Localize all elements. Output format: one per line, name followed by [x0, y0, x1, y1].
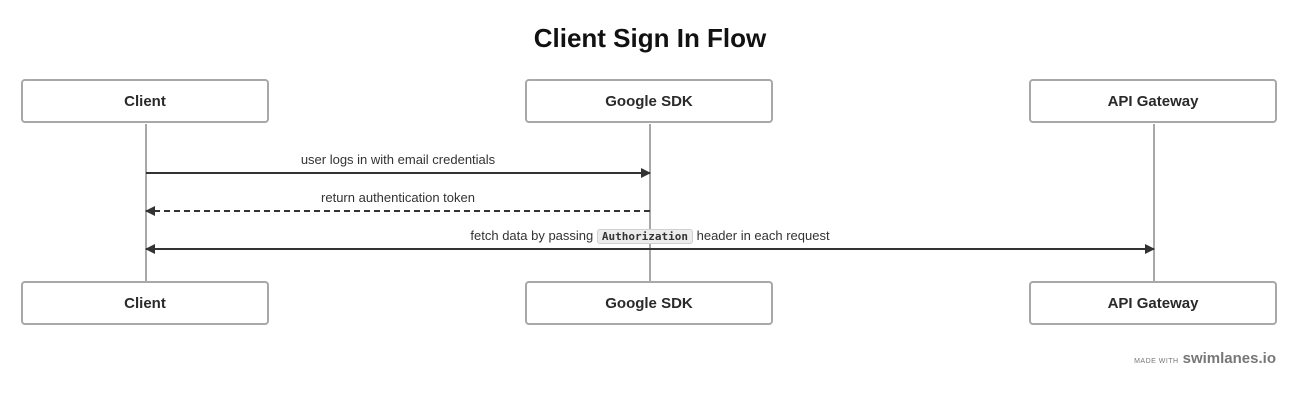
actor-label: Client [124, 92, 166, 110]
code-snippet: Authorization [596, 229, 693, 244]
actor-box-api-gateway-bottom: API Gateway [1029, 281, 1277, 325]
actor-box-client-bottom: Client [21, 281, 269, 325]
made-with-footer[interactable]: MADE WITH swimlanes.io [1134, 350, 1276, 367]
actor-box-api-gateway-top: API Gateway [1029, 79, 1277, 123]
actor-label: Google SDK [605, 92, 693, 110]
actor-label: API Gateway [1107, 92, 1199, 110]
message-text-before: fetch data by passing [470, 228, 594, 243]
actor-box-google-sdk-bottom: Google SDK [525, 281, 773, 325]
message-label-2: return authentication token [321, 190, 475, 205]
actor-box-google-sdk-top: Google SDK [525, 79, 773, 123]
message-text-after: header in each request [696, 228, 830, 243]
message-label-1: user logs in with email credentials [300, 152, 496, 167]
actor-label: Google SDK [605, 294, 693, 312]
actor-box-client-top: Client [21, 79, 269, 123]
actor-label: API Gateway [1107, 294, 1199, 312]
brand-link[interactable]: swimlanes.io [1182, 350, 1276, 367]
actor-label: Client [124, 294, 166, 312]
message-label-3: fetch data by passing Authorization head… [146, 227, 1154, 246]
diagram-title: Client Sign In Flow [533, 23, 767, 53]
made-with-label: MADE WITH [1134, 358, 1179, 365]
